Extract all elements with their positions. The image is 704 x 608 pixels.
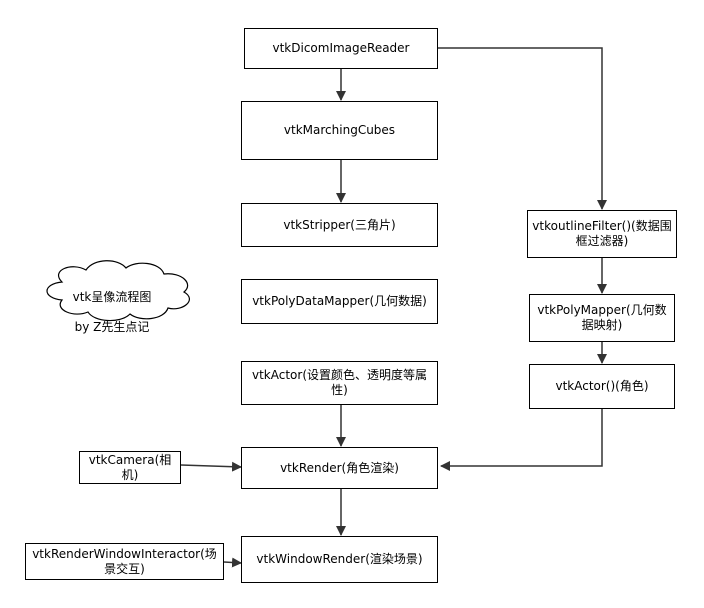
node-render[interactable]: vtkRender(角色渲染) — [241, 447, 438, 489]
node-dicom-image-reader[interactable]: vtkDicomImageReader — [244, 28, 438, 69]
node-actor-right-label: vtkActor()(角色) — [555, 379, 649, 393]
node-window-render[interactable]: vtkWindowRender(渲染场景) — [241, 536, 438, 583]
edge-reader-to-outline — [438, 47, 607, 210]
node-outline-filter[interactable]: vtkoutlineFilter()(数据围框过滤器) — [527, 210, 677, 258]
node-marching-cubes[interactable]: vtkMarchingCubes — [241, 101, 438, 160]
node-window-render-label: vtkWindowRender(渲染场景) — [256, 552, 423, 566]
edge-interactor-to-windowrender — [223, 557, 242, 568]
node-outline-filter-label: vtkoutlineFilter()(数据围框过滤器) — [532, 219, 672, 248]
node-camera[interactable]: vtkCamera(相机) — [79, 451, 181, 484]
node-poly-mapper-label: vtkPolyMapper(几何数据映射) — [537, 303, 667, 332]
note-cloud-shape — [46, 260, 190, 322]
node-actor[interactable]: vtkActor(设置颜色、透明度等属性) — [241, 361, 438, 405]
edge-camera-to-render — [180, 461, 242, 472]
node-render-window-interactor[interactable]: vtkRenderWindowInteractor(场景交互) — [25, 543, 224, 580]
node-stripper-label: vtkStripper(三角片) — [283, 217, 396, 232]
note-text: vtk呈像流程图 by Z先生点记 — [52, 275, 172, 350]
note-author: by Z先生点记 — [74, 320, 150, 334]
edge-actor2-to-render — [440, 409, 603, 471]
node-stripper[interactable]: vtkStripper(三角片) — [241, 203, 438, 247]
node-actor-label: vtkActor(设置颜色、透明度等属性) — [251, 368, 427, 397]
node-polydata-mapper[interactable]: vtkPolyDataMapper(几何数据) — [241, 279, 438, 324]
note-title: vtk呈像流程图 — [72, 290, 152, 304]
node-marching-cubes-label: vtkMarchingCubes — [283, 123, 396, 137]
node-render-window-interactor-label: vtkRenderWindowInteractor(场景交互) — [32, 546, 217, 576]
node-render-label: vtkRender(角色渲染) — [280, 460, 399, 475]
node-poly-mapper[interactable]: vtkPolyMapper(几何数据映射) — [529, 294, 675, 342]
node-dicom-image-reader-label: vtkDicomImageReader — [272, 41, 410, 55]
node-polydata-mapper-label: vtkPolyDataMapper(几何数据) — [252, 294, 427, 308]
node-camera-label: vtkCamera(相机) — [88, 452, 172, 482]
node-actor-right[interactable]: vtkActor()(角色) — [529, 364, 675, 409]
